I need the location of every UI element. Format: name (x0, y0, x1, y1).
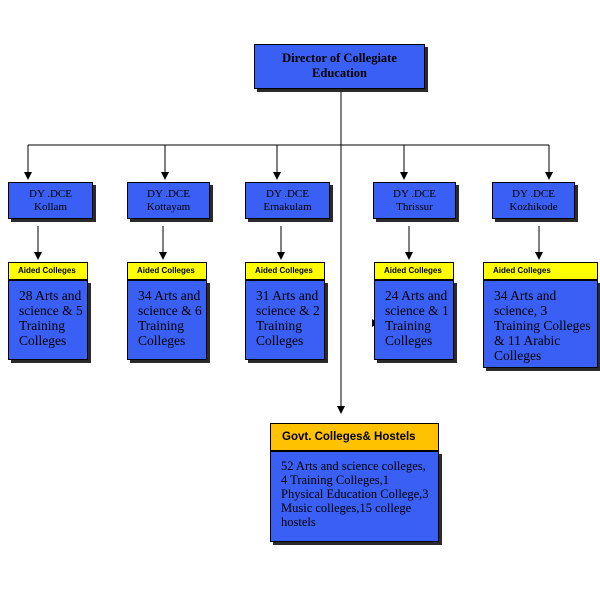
dce-title: DY .DCE (512, 188, 555, 200)
dce-place: Kottayam (146, 201, 191, 213)
dce-title: DY .DCE (147, 188, 190, 200)
aided-header-kottayam: Aided Colleges (127, 262, 207, 280)
govt-body: 52 Arts and science colleges, 4 Training… (270, 451, 439, 542)
dce-place: Thrissur (396, 201, 433, 213)
dce-kollam-box: DY .DCE Kollam (8, 182, 93, 219)
dce-kottayam-box: DY .DCE Kottayam (127, 182, 210, 219)
aided-body-kollam: 28 Arts and science & 5 Training College… (8, 280, 88, 360)
dce-ernakulam-box: DY .DCE Ernakulam (245, 182, 330, 219)
aided-body-ernakulam: 31 Arts and science & 2 Training College… (245, 280, 325, 360)
dce-kozhikode-box: DY .DCE Kozhikode (492, 182, 575, 219)
aided-header-thrissur: Aided Colleges (374, 262, 454, 280)
director-title-line1: Director of Collegiate (282, 51, 397, 65)
aided-header-kollam: Aided Colleges (8, 262, 88, 280)
aided-header-ernakulam: Aided Colleges (245, 262, 325, 280)
dce-title: DY .DCE (29, 188, 72, 200)
govt-header: Govt. Colleges& Hostels (270, 423, 439, 451)
dce-place: Kozhikode (509, 201, 558, 213)
dce-place: Ernakulam (263, 201, 312, 213)
aided-body-kottayam: 34 Arts and science & 6 Training College… (127, 280, 207, 360)
dce-title: DY .DCE (266, 188, 309, 200)
dce-title: DY .DCE (393, 188, 436, 200)
aided-body-kozhikode: 34 Arts and science, 3 Training Colleges… (483, 280, 598, 368)
dce-place: Kollam (34, 201, 67, 213)
director-title-line2: Education (312, 66, 367, 80)
dce-thrissur-box: DY .DCE Thrissur (373, 182, 456, 219)
aided-body-thrissur: 24 Arts and science & 1 Training College… (374, 280, 454, 360)
aided-header-kozhikode: Aided Colleges (483, 262, 598, 280)
director-box: Director of Collegiate Education (254, 44, 425, 89)
